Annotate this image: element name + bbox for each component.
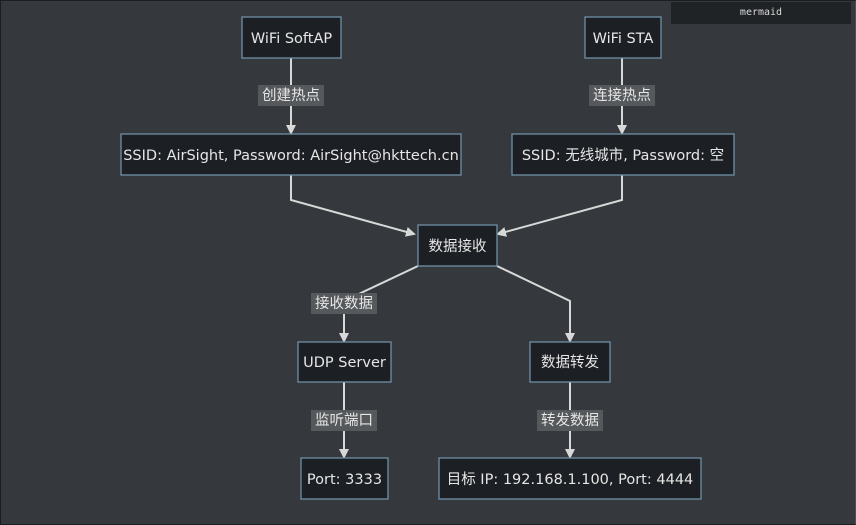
svg-text:WiFi STA: WiFi STA [593,31,654,47]
node-port: Port: 3333 [300,457,389,500]
svg-text:数据接收: 数据接收 [429,238,487,255]
node-data-forward: 数据转发 [529,341,611,383]
svg-text:UDP Server: UDP Server [303,355,386,371]
mermaid-badge: mermaid [671,2,851,24]
svg-text:Port: 3333: Port: 3333 [307,472,382,488]
node-softap-config: SSID: AirSight, Password: AirSight@hktte… [120,133,462,176]
edge-sta-config-to-recv [496,175,623,237]
svg-text:接收数据: 接收数据 [315,295,373,312]
edge-label-fwd-data: 转发数据 [537,410,603,431]
node-target: 目标 IP: 192.168.1.100, Port: 4444 [438,457,702,500]
svg-text:目标 IP: 192.168.1.100, Port: 44: 目标 IP: 192.168.1.100, Port: 4444 [447,471,694,488]
node-data-receive: 数据接收 [417,224,498,267]
svg-text:转发数据: 转发数据 [541,412,599,429]
svg-text:WiFi SoftAP: WiFi SoftAP [251,31,333,47]
svg-text:创建热点: 创建热点 [262,87,320,104]
edge-recv-to-fwd [496,265,575,343]
edge-label-create-hotspot: 创建热点 [258,85,324,106]
edge-label-recv-data: 接收数据 [311,293,377,314]
svg-text:SSID: AirSight, Password: AirS: SSID: AirSight, Password: AirSight@hktte… [123,148,459,164]
edge-label-listen-port: 监听端口 [311,410,377,431]
node-wifi-sta: WiFi STA [584,16,662,59]
svg-text:监听端口: 监听端口 [315,412,373,429]
svg-text:数据转发: 数据转发 [541,354,599,371]
node-sta-config: SSID: 无线城市, Password: 空 [511,133,735,176]
node-wifi-softap: WiFi SoftAP [241,16,342,59]
svg-text:SSID: 无线城市, Password: 空: SSID: 无线城市, Password: 空 [522,147,724,164]
edge-label-connect-hotspot: 连接热点 [589,85,655,106]
edge-softap-config-to-recv [290,175,416,237]
node-udp-server: UDP Server [297,341,392,383]
svg-text:连接热点: 连接热点 [593,87,651,104]
